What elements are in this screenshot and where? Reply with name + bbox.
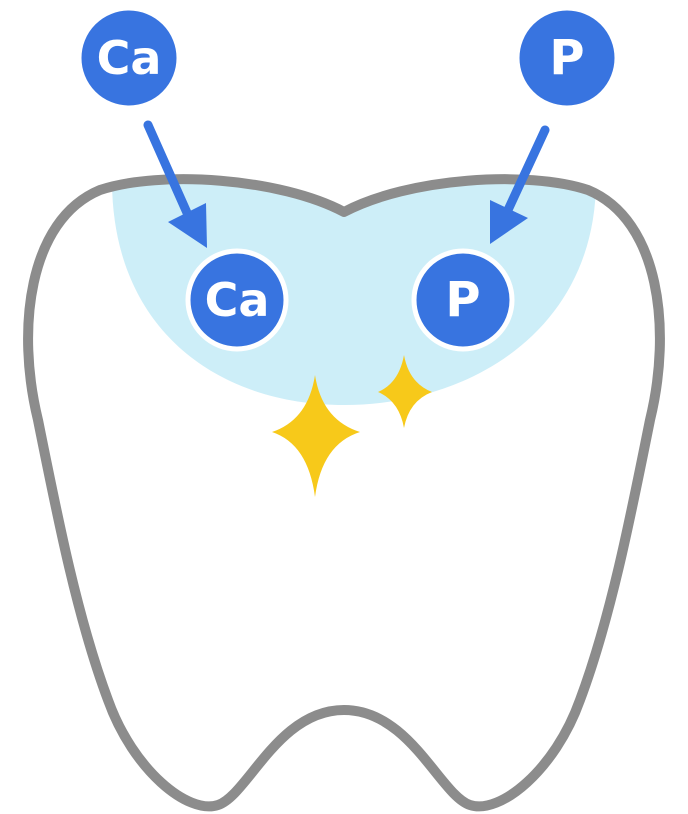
calcium-ion-inside: Ca <box>188 251 286 349</box>
calcium-ion-inside-label: Ca <box>205 273 270 327</box>
phosphorus-ion-outside: P <box>517 8 617 108</box>
phosphorus-ion-outside-label: P <box>549 30 584 86</box>
calcium-ion-outside-label: Ca <box>97 31 162 85</box>
phosphorus-ion-inside: P <box>414 251 512 349</box>
calcium-ion-outside: Ca <box>79 8 179 108</box>
phosphorus-ion-inside-label: P <box>445 272 480 328</box>
